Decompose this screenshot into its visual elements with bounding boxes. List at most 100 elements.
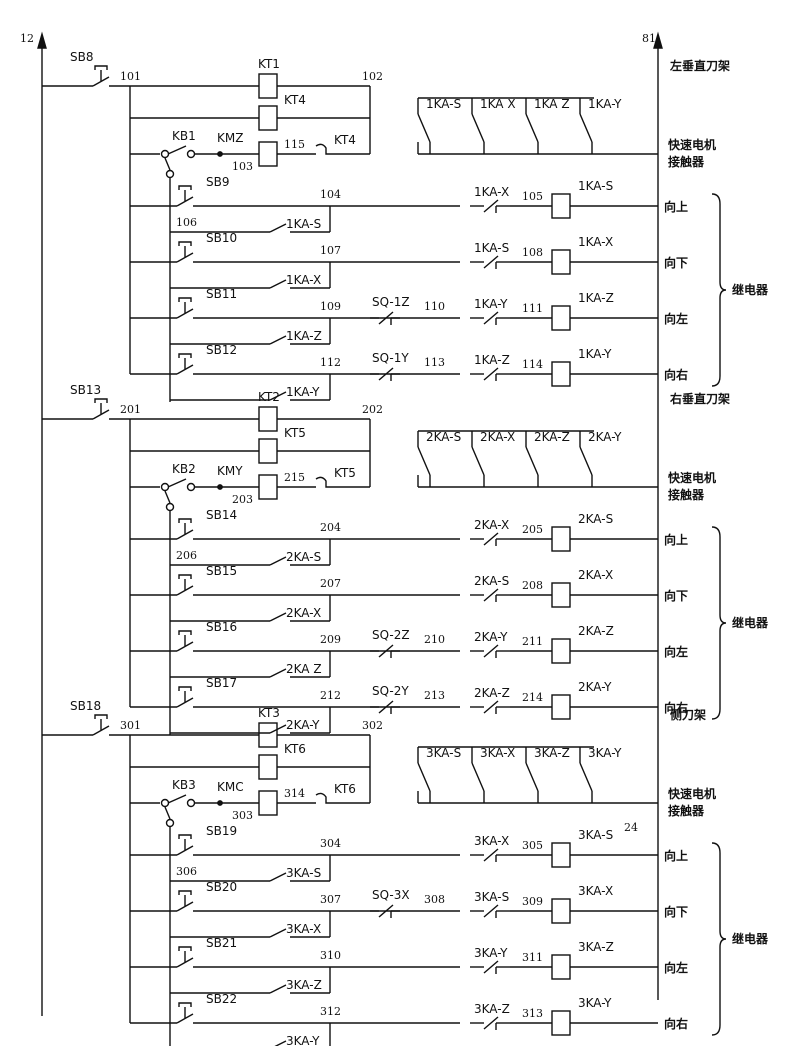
main-contact-blade-0 <box>417 446 431 476</box>
wire <box>164 490 171 504</box>
pushbutton-SB17 <box>130 686 240 708</box>
relay-label: 2KA-S <box>578 512 613 526</box>
node-label: 206 <box>176 549 197 562</box>
main-contact-label: 1KA-S <box>426 97 461 111</box>
interlock-contact-1KA-X <box>470 199 510 213</box>
relay-coil-2KA-Y <box>551 694 571 720</box>
interlock-label: 2KA-Z <box>474 686 510 700</box>
pushbutton-label: SB10 <box>206 231 237 245</box>
seal-contact-blade <box>269 556 287 566</box>
timer-coil-KT6 <box>258 754 278 780</box>
button-cap <box>178 518 192 523</box>
button-cap <box>178 834 192 839</box>
button-cap <box>178 185 192 190</box>
relay-label: 2KA-Z <box>578 624 614 638</box>
main-contact-label: 3KA-Z <box>534 746 570 760</box>
button-cap <box>178 890 192 895</box>
pushbutton-label: SB16 <box>206 620 237 634</box>
timer-coil-KT5 <box>258 438 278 464</box>
main-contact-label: 1KA-Y <box>588 97 622 111</box>
node-label: 205 <box>522 523 543 536</box>
timer-contact-label: KT4 <box>334 133 356 147</box>
node-label: 309 <box>522 895 543 908</box>
start-button-label: SB13 <box>70 383 101 397</box>
pushbutton-label: SB12 <box>206 343 237 357</box>
main-contact-label: 1KA X <box>480 97 516 111</box>
contact-blade <box>483 367 499 381</box>
selector-label: KB2 <box>172 462 196 476</box>
main-contact-blade-2 <box>525 113 539 143</box>
button-contact <box>176 697 194 708</box>
interlock-label: 3KA-Z <box>474 1002 510 1016</box>
timer-contact-symbol <box>308 143 370 155</box>
interlock-contact-1KA-Z <box>470 367 510 381</box>
relay-group-brace <box>711 193 727 387</box>
relay-label: 3KA-S <box>578 828 613 842</box>
relay-coil-1KA-X <box>551 249 571 275</box>
pushbutton-SB14 <box>130 518 240 540</box>
button-cap <box>94 65 108 70</box>
pushbutton-SB21 <box>130 946 240 968</box>
node-label: 310 <box>320 949 341 962</box>
button-cap <box>178 574 192 579</box>
seal-contact-label: 1KA-Y <box>286 385 320 399</box>
start-button-label: SB18 <box>70 699 101 713</box>
pushbutton-label: SB21 <box>206 936 237 950</box>
relay-label: 1KA-X <box>578 235 613 249</box>
seal-contact-label: 3KA-X <box>286 922 321 936</box>
node-label: 207 <box>320 577 341 590</box>
selector-blade <box>167 478 187 488</box>
selector-label: KB3 <box>172 778 196 792</box>
contact-blade <box>483 848 499 862</box>
pushbutton-SB16 <box>130 630 240 652</box>
interlock-label: 2KA-S <box>474 574 509 588</box>
contact-blade <box>483 199 499 213</box>
main-contact-blade-1 <box>471 446 485 476</box>
direction-label: 向下 <box>664 904 688 919</box>
contactor-label: KMC <box>217 780 244 794</box>
limit-label: SQ-3X <box>372 888 410 902</box>
seal-contact-blade <box>269 984 287 994</box>
node-label: 208 <box>522 579 543 592</box>
direction-label: 向左 <box>664 960 688 975</box>
contact-blade <box>378 644 394 658</box>
motor-label-line1: 快速电机 <box>668 470 716 485</box>
node-label: 307 <box>320 893 341 906</box>
relay-label: 3KA-Z <box>578 940 614 954</box>
button-contact <box>176 308 194 319</box>
relay-coil-3KA-Z <box>551 954 571 980</box>
button-contact <box>176 1013 194 1024</box>
section-title: 左垂直刀架 <box>669 58 730 73</box>
timer-coil-KT4 <box>258 105 278 131</box>
pushbutton-label: SB14 <box>206 508 237 522</box>
direction-label: 向下 <box>664 588 688 603</box>
relay-coil-1KA-Y <box>551 361 571 387</box>
contact-blade <box>483 960 499 974</box>
node-label: 306 <box>176 865 197 878</box>
node-label: 110 <box>424 300 445 313</box>
node-label: 304 <box>320 837 341 850</box>
node-label: 215 <box>284 471 305 484</box>
limit-label: SQ-1Y <box>372 351 409 365</box>
selector-terminal <box>160 482 170 492</box>
relay-group-brace <box>711 526 727 720</box>
node-label: 203 <box>232 493 253 506</box>
selector-label: KB1 <box>172 129 196 143</box>
seal-contact-blade <box>269 724 287 734</box>
limit-switch-SQ-1Z <box>370 311 400 325</box>
pushbutton-label: SB20 <box>206 880 237 894</box>
contact-blade <box>483 311 499 325</box>
main-contact-blade-1 <box>471 762 485 792</box>
start-button-SB8 <box>72 65 130 87</box>
limit-label: SQ-1Z <box>372 295 410 309</box>
node-label: 202 <box>362 403 383 416</box>
pushbutton-SB12 <box>130 353 240 375</box>
selector-terminal <box>186 482 196 492</box>
main-contact-label: 2KA-Z <box>534 430 570 444</box>
seal-contact-blade <box>269 391 287 401</box>
start-button-SB18 <box>72 714 130 736</box>
contactor-coil-KMY <box>258 474 278 500</box>
